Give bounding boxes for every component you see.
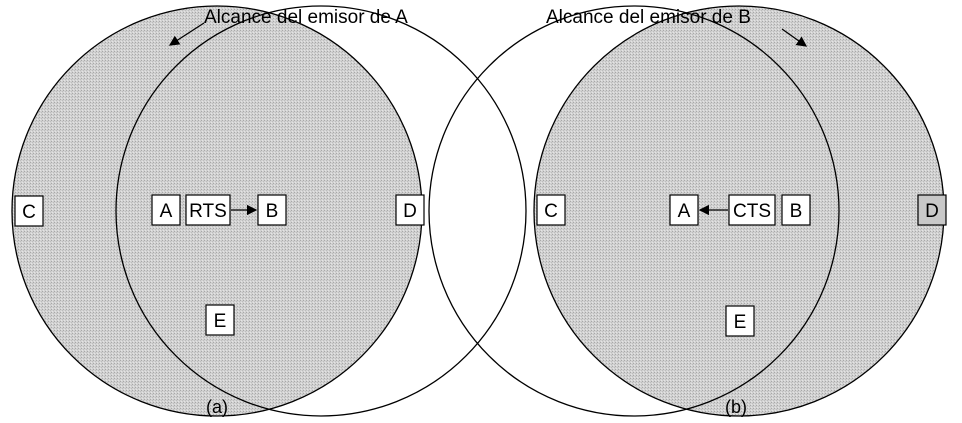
- node-a-a: A: [151, 194, 181, 226]
- node-a-label: A: [678, 201, 691, 222]
- node-c-a: C: [14, 195, 44, 227]
- range-a-circle-outline: [428, 5, 840, 417]
- cts-label: CTS: [733, 201, 771, 222]
- cts-message: CTS: [728, 194, 776, 226]
- node-b-label: B: [266, 201, 279, 222]
- panel-a: Alcance del emisor de A C A RTS B D E (a…: [11, 5, 527, 417]
- node-c-label: C: [544, 201, 558, 222]
- node-c-label: C: [22, 202, 36, 223]
- node-c-b: C: [536, 194, 566, 226]
- node-b-b: B: [781, 194, 811, 226]
- node-d-label: D: [925, 201, 939, 222]
- rts-message: RTS: [185, 194, 231, 226]
- panel-b: Alcance del emisor de B C A CTS B D E (b…: [428, 5, 947, 417]
- caption-a: (a): [206, 397, 228, 417]
- node-d-label: D: [403, 201, 417, 222]
- node-d-b: D: [917, 194, 947, 226]
- node-d-a: D: [395, 194, 425, 226]
- range-label-b: Alcance del emisor de B: [546, 7, 751, 28]
- caption-b: (b): [725, 397, 747, 417]
- node-e-a: E: [205, 304, 235, 336]
- rts-label: RTS: [189, 201, 227, 222]
- range-label-a-pointer: [168, 22, 205, 46]
- node-b-label: B: [790, 201, 803, 222]
- node-e-b: E: [725, 305, 755, 337]
- range-label-b-pointer: [781, 28, 808, 47]
- node-a-b: A: [669, 194, 699, 226]
- node-e-label: E: [214, 311, 227, 332]
- node-b-a: B: [257, 194, 287, 226]
- node-a-label: A: [160, 201, 173, 222]
- range-label-a: Alcance del emisor de A: [204, 7, 408, 28]
- node-e-label: E: [734, 312, 747, 333]
- range-b-circle-outline: [115, 5, 527, 417]
